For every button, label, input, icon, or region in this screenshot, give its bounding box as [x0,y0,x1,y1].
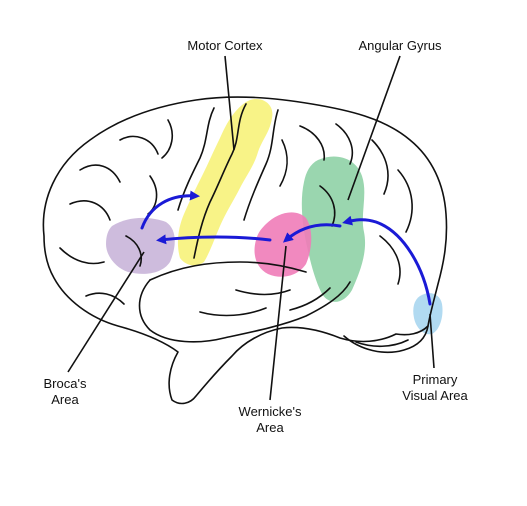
primary-visual-region [413,293,443,335]
postcentral-sulcus [243,109,279,221]
primary-visual-text-line2: Visual Area [402,388,468,403]
motor-cortex-label: Motor Cortex [160,38,290,54]
angular-gyrus-region [301,156,366,302]
arrow-angular-to-wernicke [282,223,342,243]
leader-broca [67,251,145,373]
sylvian-fissure [149,261,307,281]
motor-cortex-text: Motor Cortex [187,38,263,53]
gyrus-fold [119,135,159,155]
leader-motor-cortex [224,55,235,151]
gyrus-fold [379,235,401,285]
wernicke-text-line2: Area [256,420,284,435]
primary-visual-label: Primary Visual Area [385,372,485,404]
gyrus-fold [161,119,174,159]
precentral-sulcus [177,107,215,211]
broca-text-line1: Broca's [43,376,87,391]
gyrus-fold [279,139,288,187]
arrow-wernicke-to-broca [156,234,272,245]
gyrus-fold [397,169,413,233]
gyrus-fold [199,307,267,317]
arrow-visual-to-angular [342,215,432,306]
gyrus-fold [59,247,105,265]
leader-wernicke [269,245,287,401]
gyrus-fold [125,235,142,267]
brain-outline [42,96,448,405]
wernicke-region [254,212,312,277]
gyrus-fold [79,164,121,183]
gyrus-fold [289,287,331,311]
gyrus-fold [371,139,389,195]
gyrus-fold [85,292,125,305]
gyrus-fold [235,289,291,296]
cerebellum-fold [355,339,409,348]
leader-angular-gyrus [347,55,401,201]
cerebellum-outline [343,325,429,354]
wernicke-text-line1: Wernicke's [238,404,302,419]
gyrus-fold [299,125,325,161]
angular-gyrus-label: Angular Gyrus [335,38,465,54]
broca-region [106,217,175,274]
primary-visual-text-line1: Primary [412,372,458,387]
broca-label: Broca's Area [30,376,100,408]
gyrus-fold [319,185,336,227]
central-sulcus [193,103,247,259]
gyrus-fold [335,123,354,165]
angular-gyrus-text: Angular Gyrus [358,38,442,53]
temporal-lobe-outline [138,279,351,343]
gyrus-fold [69,200,111,221]
wernicke-label: Wernicke's Area [225,404,315,436]
leader-primary-visual [429,313,435,369]
arrow-broca-to-motor [140,190,200,230]
broca-text-line2: Area [51,392,79,407]
